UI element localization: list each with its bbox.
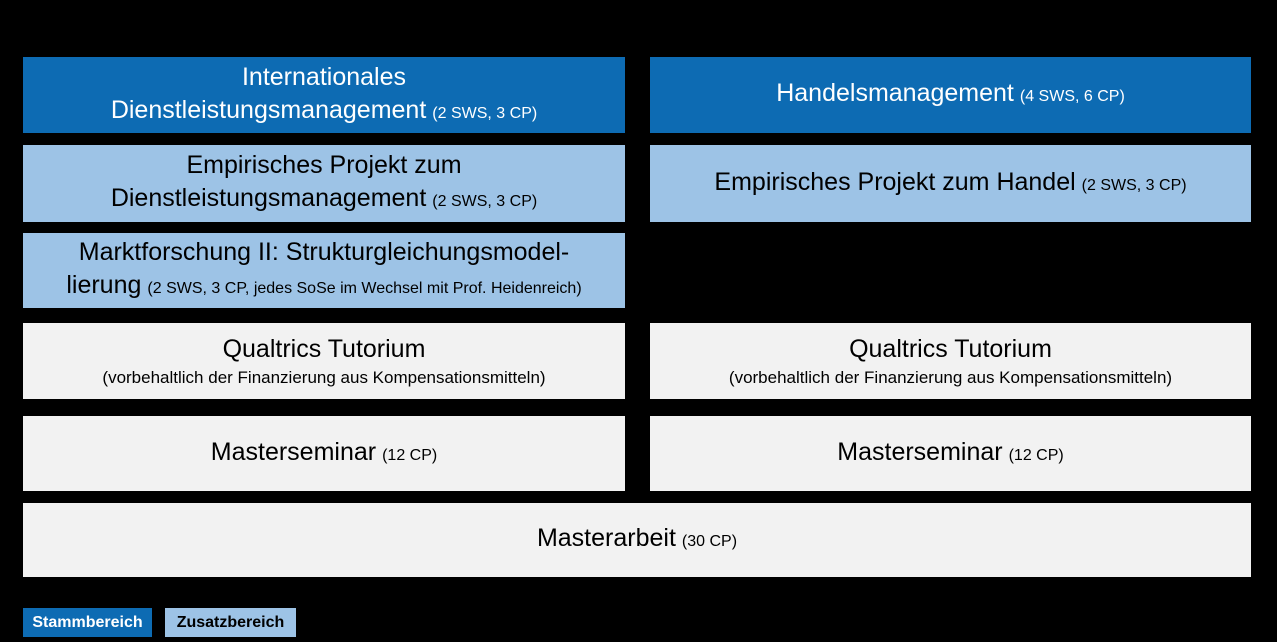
legend: Stammbereich Zusatzbereich	[23, 608, 296, 637]
course-credits: (2 SWS, 3 CP)	[432, 193, 538, 210]
course-title-text: Dienstleistungsmanagement	[110, 184, 427, 212]
course-credits: (2 SWS, 3 CP)	[1081, 176, 1187, 194]
course-box-qualtrics-tutorium-right: Qualtrics Tutorium (vorbehaltlich der Fi…	[650, 323, 1251, 399]
course-title-line1: Masterseminar (12 CP)	[837, 436, 1063, 472]
course-title-line1: Masterarbeit (30 CP)	[537, 522, 737, 558]
course-title-line2: lierung (2 SWS, 3 CP, jedes SoSe im Wechs…	[66, 269, 581, 305]
course-title-line1: Empirisches Projekt zum	[186, 151, 462, 179]
course-credits: (4 SWS, 6 CP)	[1019, 88, 1125, 105]
course-credits: (12 CP)	[1008, 446, 1064, 464]
course-title-line1: Handelsmanagement (4 SWS, 6 CP)	[776, 77, 1125, 113]
course-title-text: lierung	[66, 271, 142, 299]
legend-zusatzbereich-label: Zusatzbereich	[176, 613, 285, 631]
course-title-line1: Masterseminar (12 CP)	[211, 436, 437, 472]
course-box-qualtrics-tutorium-left: Qualtrics Tutorium (vorbehaltlich der Fi…	[23, 323, 625, 399]
course-box-masterseminar-right: Masterseminar (12 CP)	[650, 416, 1251, 491]
course-title-line1: Empirisches Projekt zum Handel (2 SWS, 3 …	[714, 166, 1186, 202]
course-box-empirisches-projekt-dienstleistungsmanagement: Empirisches Projekt zum Dienstleistungsm…	[23, 145, 625, 222]
course-credits: (30 CP)	[681, 533, 738, 550]
course-title-line1: Marktforschung II: Strukturgleichungsmod…	[78, 238, 570, 266]
legend-stammbereich-label: Stammbereich	[32, 613, 143, 631]
course-title-text: Handelsmanagement	[776, 79, 1014, 107]
course-box-masterseminar-left: Masterseminar (12 CP)	[23, 416, 625, 491]
course-credits: (2 SWS, 3 CP, jedes SoSe im Wechsel mit …	[147, 280, 582, 297]
course-title-line1: Qualtrics Tutorium	[222, 334, 426, 363]
course-credits: (2 SWS, 3 CP)	[432, 104, 538, 122]
course-title-line2: Dienstleistungsmanagement (2 SWS, 3 CP)	[111, 94, 537, 130]
course-subtitle: (vorbehaltlich der Finanzierung aus Komp…	[102, 367, 546, 387]
course-credits: (12 CP)	[382, 446, 438, 464]
course-title-line1: Qualtrics Tutorium	[849, 334, 1052, 363]
legend-stammbereich: Stammbereich	[23, 608, 152, 637]
course-box-marktforschung-strukturgleichungsmodellierung: Marktforschung II: Strukturgleichungsmod…	[23, 233, 625, 308]
course-subtitle: (vorbehaltlich der Finanzierung aus Komp…	[728, 367, 1173, 387]
course-title-text: Empirisches Projekt zum Handel	[714, 167, 1076, 196]
legend-zusatzbereich: Zusatzbereich	[165, 608, 296, 637]
course-title-text: Masterseminar	[210, 437, 377, 466]
course-box-masterarbeit: Masterarbeit (30 CP)	[23, 503, 1251, 577]
course-box-internationales-dienstleistungsmanagement: Internationales Dienstleistungsmanagemen…	[23, 57, 625, 133]
course-title-line2: Dienstleistungsmanagement (2 SWS, 3 CP)	[111, 182, 537, 218]
course-title-text: Dienstleistungsmanagement	[110, 95, 427, 124]
course-box-handelsmanagement: Handelsmanagement (4 SWS, 6 CP)	[650, 57, 1251, 133]
course-title-text: Masterseminar	[837, 437, 1003, 466]
course-title-text: Masterarbeit	[536, 524, 676, 552]
course-title-line1: Internationales	[241, 62, 406, 91]
course-box-empirisches-projekt-handel: Empirisches Projekt zum Handel (2 SWS, 3 …	[650, 145, 1251, 222]
